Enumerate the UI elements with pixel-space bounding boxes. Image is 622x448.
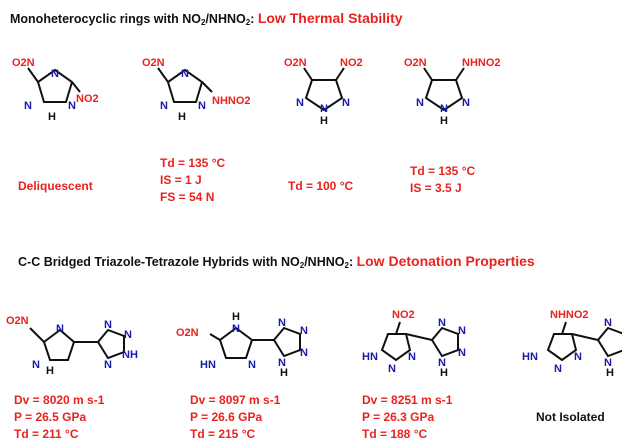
svg-text:N: N bbox=[300, 347, 308, 359]
svg-text:HN: HN bbox=[200, 359, 216, 371]
svg-text:O2N: O2N bbox=[142, 57, 165, 69]
svg-text:N: N bbox=[416, 97, 424, 109]
svg-text:N: N bbox=[438, 317, 446, 329]
svg-text:N: N bbox=[604, 357, 612, 369]
svg-text:H: H bbox=[46, 365, 54, 377]
svg-text:N: N bbox=[438, 357, 446, 369]
svg-text:N: N bbox=[104, 319, 112, 331]
svg-text:N: N bbox=[342, 97, 350, 109]
svg-text:N: N bbox=[440, 103, 448, 115]
molecule-hybrid-2: O2N H N HN N N N N N H bbox=[176, 311, 308, 379]
svg-text:NO2: NO2 bbox=[392, 309, 415, 321]
section-2-emphasis: Low Detonation Properties bbox=[356, 253, 535, 269]
svg-text:O2N: O2N bbox=[404, 57, 427, 69]
svg-text:NHNO2: NHNO2 bbox=[212, 95, 251, 107]
mono-2-props: Td = 135 °C IS = 1 J FS = 54 N bbox=[160, 156, 226, 204]
svg-text:N: N bbox=[458, 325, 466, 337]
svg-text:N: N bbox=[604, 317, 612, 329]
nitro-group: O2N bbox=[12, 57, 35, 69]
molecule-dinitrotriazole: O2N N N N H NO2 bbox=[12, 57, 99, 123]
mono-3-prop: Td = 100 °C bbox=[288, 179, 354, 193]
mono-4-props: Td = 135 °C IS = 3.5 J bbox=[410, 164, 476, 195]
hybrid-1-props: Dv = 8020 m s-1 P = 26.5 GPa Td = 211 °C bbox=[14, 393, 105, 441]
svg-text:NHNO2: NHNO2 bbox=[550, 309, 589, 321]
svg-text:N: N bbox=[198, 100, 206, 112]
svg-text:O2N: O2N bbox=[6, 315, 29, 327]
svg-text:HN: HN bbox=[522, 351, 538, 363]
svg-text:N: N bbox=[296, 97, 304, 109]
svg-text:N: N bbox=[462, 97, 470, 109]
svg-text:N: N bbox=[574, 351, 582, 363]
svg-text:N: N bbox=[388, 363, 396, 375]
hybrid-4-status: Not Isolated bbox=[536, 410, 605, 424]
ring-n: N bbox=[51, 68, 59, 80]
section-2-title: C-C Bridged Triazole-Tetrazole Hybrids w… bbox=[18, 253, 535, 270]
svg-text:N: N bbox=[232, 323, 240, 335]
svg-text:H: H bbox=[440, 115, 448, 127]
svg-text:H: H bbox=[280, 367, 288, 379]
svg-text:N: N bbox=[300, 325, 308, 337]
nitro-group: NO2 bbox=[76, 93, 99, 105]
molecule-hybrid-3: NO2 HN N N N N N N H bbox=[362, 309, 466, 379]
svg-text:N: N bbox=[458, 347, 466, 359]
hybrid-2-props: Dv = 8097 m s-1 P = 26.6 GPa Td = 215 °C bbox=[190, 393, 281, 441]
molecule-hybrid-4: NHNO2 HN N N N N H bbox=[522, 309, 622, 379]
svg-text:N: N bbox=[278, 317, 286, 329]
molecule-dinitro-1h-triazole: O2N NO2 N N N H bbox=[284, 57, 363, 127]
svg-text:N: N bbox=[408, 351, 416, 363]
svg-text:N: N bbox=[320, 103, 328, 115]
svg-text:NHNO2: NHNO2 bbox=[462, 57, 501, 69]
svg-text:N: N bbox=[554, 363, 562, 375]
svg-text:O2N: O2N bbox=[176, 327, 199, 339]
svg-text:H: H bbox=[440, 367, 448, 379]
svg-text:N: N bbox=[32, 359, 40, 371]
molecule-nitro-nitramino-1h-triazole: O2N NHNO2 N N N H bbox=[404, 57, 501, 127]
svg-text:N: N bbox=[181, 68, 189, 80]
svg-text:H: H bbox=[178, 111, 186, 123]
ring-n: N bbox=[24, 100, 32, 112]
section-1-emphasis: Low Thermal Stability bbox=[257, 10, 403, 26]
ring-n: N bbox=[68, 100, 76, 112]
hybrid-3-props: Dv = 8251 m s-1 P = 26.3 GPa Td = 188 °C bbox=[362, 393, 453, 441]
molecule-hybrid-1: O2N N N H N N N NH bbox=[6, 315, 138, 377]
svg-text:H: H bbox=[48, 111, 56, 123]
svg-text:N: N bbox=[124, 329, 132, 341]
svg-text:N: N bbox=[278, 357, 286, 369]
svg-text:H: H bbox=[606, 367, 614, 379]
svg-text:HN: HN bbox=[362, 351, 378, 363]
svg-text:H: H bbox=[320, 115, 328, 127]
mono-1-prop: Deliquescent bbox=[18, 179, 93, 193]
svg-text:N: N bbox=[248, 359, 256, 371]
svg-text:H: H bbox=[232, 311, 240, 323]
svg-text:O2N: O2N bbox=[284, 57, 307, 69]
molecule-nitro-nitramino-triazole: O2N N N N H NHNO2 bbox=[142, 57, 251, 123]
svg-text:N: N bbox=[104, 359, 112, 371]
section-1-title: Monoheterocyclic rings with NO2/NHNO2: L… bbox=[10, 10, 403, 27]
svg-text:N: N bbox=[56, 323, 64, 335]
svg-text:N: N bbox=[160, 100, 168, 112]
svg-text:NO2: NO2 bbox=[340, 57, 363, 69]
svg-text:NH: NH bbox=[122, 349, 138, 361]
